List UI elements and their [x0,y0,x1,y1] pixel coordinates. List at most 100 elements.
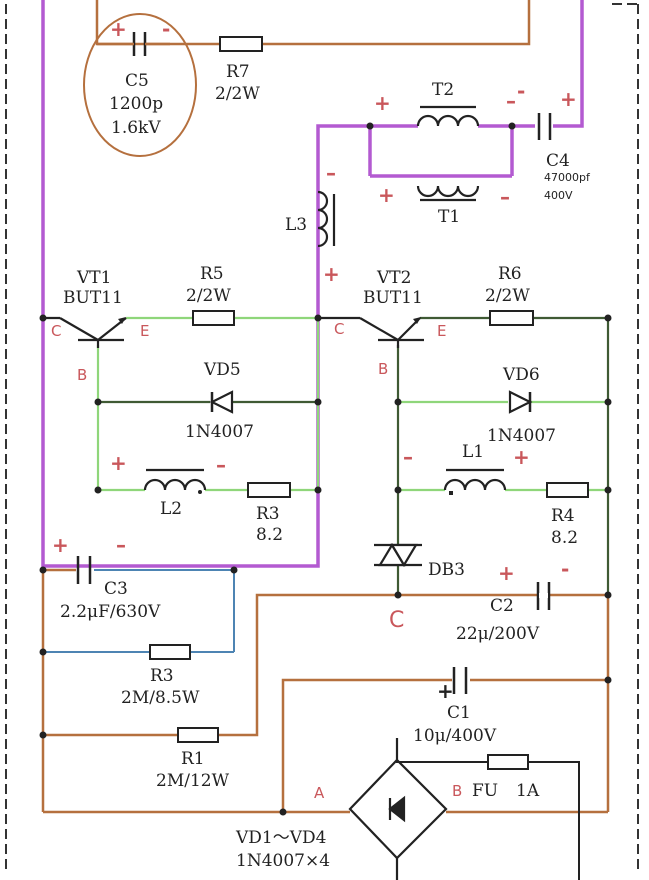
c4-plus-sign: + [560,87,577,111]
l1-label: L1 [462,442,484,462]
vt1-emitter-arrow [118,317,126,324]
blue-wires [43,569,235,653]
db3-diac [374,542,422,568]
t1-label: T1 [438,207,460,227]
t2-minus-sign: – [506,89,516,113]
node-c-label: C [389,608,404,633]
l2-dot [198,490,202,494]
r5-resistor [192,310,235,326]
r6-value: 2/2W [485,286,530,306]
r4-value: 8.2 [551,528,578,548]
r4-label: R4 [551,506,575,526]
c5-plus-sign: + [110,17,127,41]
c2-capacitor [536,582,551,610]
fuse [487,754,529,770]
vt2-label: VT2 [376,268,411,288]
r6-resistor [489,310,534,326]
l1-minus-sign: – [403,445,413,469]
r3-large-resistor [149,644,191,660]
c5-value: 1200p [109,94,163,114]
bridge-rectifier [348,738,448,880]
l3-plus-sign: + [323,262,340,286]
vd5-diode [209,390,234,414]
vd5-type: 1N4007 [185,422,254,442]
r7-label: R7 [226,62,250,82]
r1-label: R1 [181,749,205,769]
dark-wires [98,316,610,595]
c3-capacitor [76,556,92,584]
r1-resistor [177,727,219,743]
l1-inductor [443,468,507,491]
vt2-pin-b: B [378,360,388,378]
r3-small-resistor [247,482,291,498]
t2-plus-sign: + [374,91,391,115]
r6-label: R6 [498,264,522,284]
r5-value: 2/2W [186,286,231,306]
vd6-type: 1N4007 [487,426,556,446]
t2-dash-sign: - [517,79,525,103]
green-wires [96,316,608,492]
bridge-type: 1N4007×4 [236,851,330,871]
r3-large-value: 2M/8.5W [121,688,200,708]
c3-label: C3 [104,579,128,599]
c5-highlight-ellipse [83,13,197,157]
vt1-pin-b: B [77,366,87,384]
vd6-label: VD6 [502,365,540,385]
l2-label: L2 [160,499,182,519]
r5-label: R5 [200,264,224,284]
c3-plus-sign: + [52,533,69,557]
vt1-label: VT1 [76,268,111,288]
brown-wires [41,0,610,814]
l1-plus-sign: + [513,445,530,469]
vt1-type: BUT11 [63,288,123,308]
c2-value: 22μ/200V [456,624,540,644]
r3-large-label: R3 [150,666,174,686]
t1-plus-sign: + [378,183,395,207]
l1-dot [449,491,453,495]
t2-label: T2 [432,80,454,100]
outer-border [5,3,639,874]
c2-label: C2 [490,596,514,616]
c2-plus-sign: + [498,561,515,585]
vt2-pin-e: E [437,322,446,340]
l3-label: L3 [285,215,307,235]
t1-minus-sign: – [500,185,510,209]
c3-minus-sign: – [116,533,126,557]
l2-minus-sign: – [216,453,226,477]
c2-minus-sign: - [561,557,569,581]
bridge-label: VD1～VD4 [235,828,326,848]
c4-capacitor [537,113,552,140]
c4-label: C4 [546,151,570,171]
l3-wire-gap [312,192,316,246]
l2-plus-sign: + [110,451,127,475]
c2-wire-gap [539,593,548,598]
vt2-emitter-arrow [413,317,421,324]
r4-resistor [546,482,589,498]
c1-plus-sign: + [437,679,454,703]
db3-label: DB3 [428,560,465,580]
t2-winding [416,105,480,127]
vt1-pin-e: E [140,322,149,340]
c1-label: C1 [447,703,471,723]
r7-resistor [219,36,263,52]
t1-winding [416,185,480,202]
r7-value: 2/2W [215,84,260,104]
node-a-label: A [314,784,325,802]
purple-wires [41,0,584,570]
c1-value: 10μ/400V [413,726,497,746]
r3-small-value: 8.2 [256,525,283,545]
vt2-type: BUT11 [363,288,423,308]
r1-value: 2M/12W [156,771,230,791]
fuse-label: FU [472,781,498,801]
c3-value: 2.2μF/630V [60,602,161,622]
vd6-diode [508,390,533,414]
c5-label: C5 [125,71,149,91]
c5-voltage: 1.6kV [111,118,161,138]
vt1-pin-c: C [51,322,61,340]
r3-small-label: R3 [256,504,280,524]
l3-minus-sign: – [326,161,336,185]
fuse-wires [396,738,580,880]
c1-capacitor [452,667,468,694]
fuse-value: 1A [516,781,540,801]
